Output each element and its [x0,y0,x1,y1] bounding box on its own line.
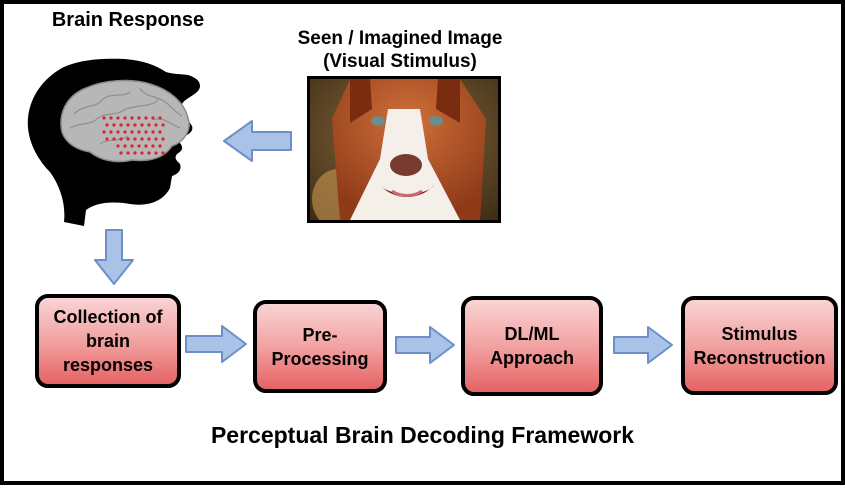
activation-dot [140,123,144,127]
activation-dot [154,151,158,155]
activation-dot [133,151,137,155]
activation-dot [123,116,127,120]
activation-dot [147,123,151,127]
activation-dot [126,123,130,127]
arrow-right-2 [395,326,455,364]
activation-dot [140,151,144,155]
activation-dot [161,151,165,155]
activation-dot [158,116,162,120]
step-preprocessing-label: Pre- Processing [271,324,369,369]
activation-dot [140,137,144,141]
activation-dot [119,151,123,155]
step-reconstruction-label: Stimulus Reconstruction [693,323,826,368]
activation-dot [133,137,137,141]
activation-dot [154,123,158,127]
activation-dot [161,137,165,141]
activation-dot [151,116,155,120]
stimulus-subtitle: (Visual Stimulus) [323,51,477,72]
activation-dot [161,123,165,127]
activation-dot [158,130,162,134]
activation-dot [116,130,120,134]
activation-dot [133,123,137,127]
activation-dot [144,144,148,148]
stimulus-title: Seen / Imagined Image [297,28,503,49]
framework-caption: Perceptual Brain Decoding Framework [210,422,635,448]
arrow-down-brain-to-collection [94,229,134,285]
activation-dot [126,151,130,155]
activation-dot [151,144,155,148]
activation-dot [147,137,151,141]
activation-dot [109,116,113,120]
activation-dot [137,130,141,134]
dog-photo [310,79,498,229]
activation-dot [105,137,109,141]
activation-dot [116,144,120,148]
activation-dot [102,116,106,120]
activation-dot [137,116,141,120]
activation-dot [112,137,116,141]
brain-activation-dots [102,116,165,155]
flow-arrows [94,120,673,364]
step-dlml-label: DL/ML Approach [489,324,574,368]
step-collection-box: Collection of brain responses [35,294,181,388]
brain-response-title: Brain Response [51,9,205,31]
activation-dot [147,151,151,155]
activation-dot [126,137,130,141]
activation-dot [130,130,134,134]
activation-dot [116,116,120,120]
stimulus-image-frame [307,76,501,229]
arrow-right-1 [185,325,247,363]
step-collection-label: Collection of brain responses [53,307,163,375]
activation-dot [151,130,155,134]
activation-dot [154,137,158,141]
activation-dot [144,130,148,134]
arrow-right-3 [613,326,673,364]
activation-dot [144,116,148,120]
step-dlml-box: DL/ML Approach [461,296,603,396]
arrow-left-stimulus-to-brain [223,120,292,162]
head-silhouette-icon [27,58,200,227]
activation-dot [137,144,141,148]
activation-dot [130,116,134,120]
step-preprocessing-box: Pre- Processing [253,300,387,393]
activation-dot [158,144,162,148]
activation-dot [119,137,123,141]
step-reconstruction-box: Stimulus Reconstruction [681,296,838,395]
activation-dot [119,123,123,127]
activation-dot [130,144,134,148]
activation-dot [109,130,113,134]
activation-dot [105,123,109,127]
activation-dot [123,130,127,134]
activation-dot [112,123,116,127]
activation-dot [102,130,106,134]
activation-dot [123,144,127,148]
